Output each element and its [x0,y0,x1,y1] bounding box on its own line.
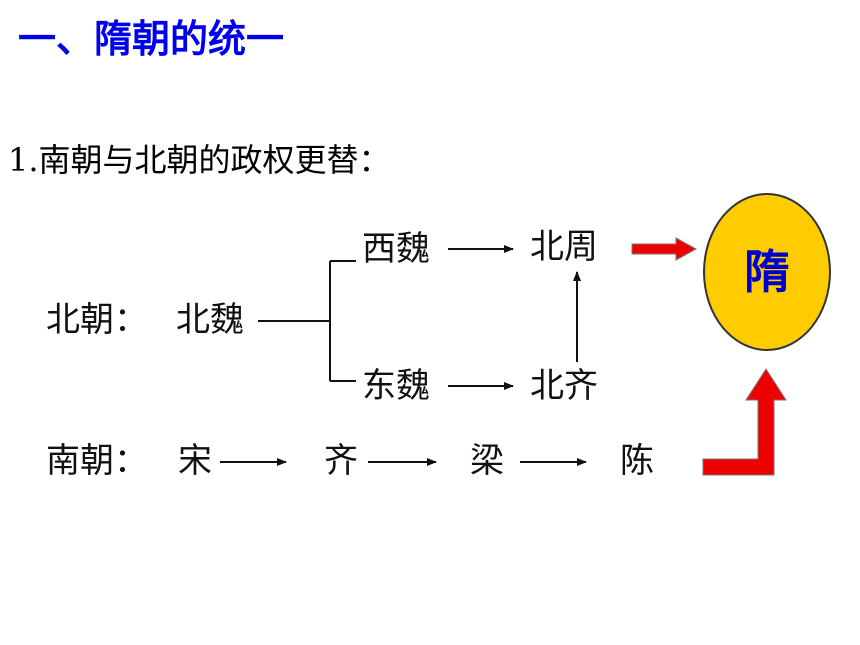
page-title: 一、隋朝的统一 [18,17,285,61]
label-sui: 隋 [744,245,790,299]
label-liang: 梁 [470,441,504,481]
label-qi: 齐 [324,441,358,481]
label-western-wei: 西魏 [362,229,430,269]
label-northern-zhou: 北周 [530,227,598,267]
label-north: 北朝： [46,300,148,340]
label-northern-wei: 北魏 [176,300,244,340]
label-song: 宋 [178,441,212,481]
red-arrow-northern-zhou-to-sui [631,237,698,261]
label-chen: 陈 [620,441,654,481]
section-subtitle: 1.南朝与北朝的政权更替： [8,141,391,179]
red-arrow-chen-to-sui [702,368,787,476]
label-northern-qi: 北齐 [530,366,598,406]
sui-node: 隋 [703,193,831,351]
label-eastern-wei: 东魏 [362,366,430,406]
label-south: 南朝： [46,441,148,481]
